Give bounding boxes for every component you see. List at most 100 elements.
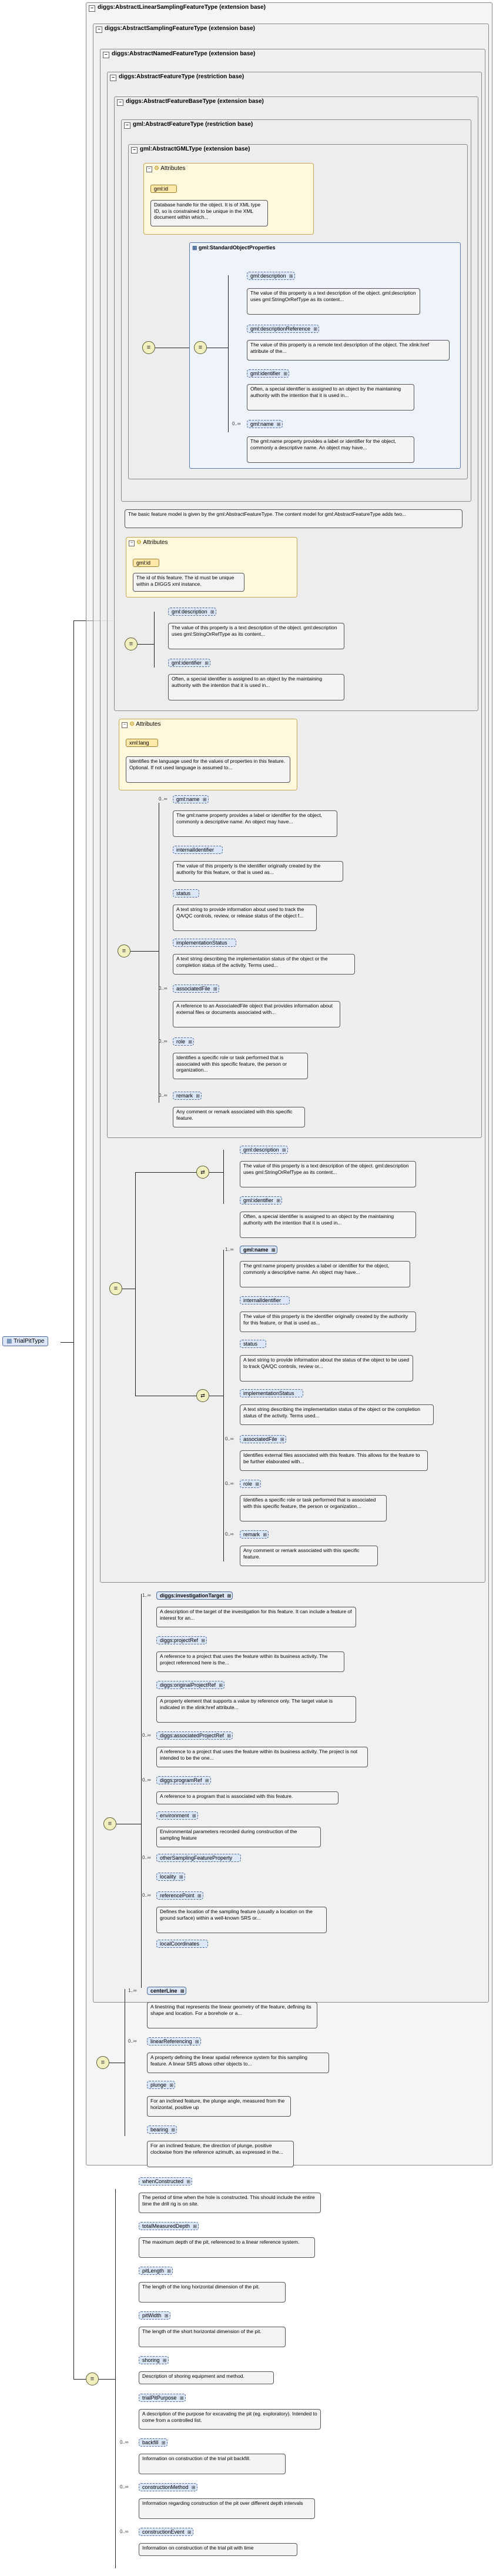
- expand-icon[interactable]: ⊞: [193, 2224, 197, 2229]
- sequence-compositor-icon[interactable]: ≡: [194, 341, 207, 354]
- element-pit-length[interactable]: pitLength⊞: [139, 2267, 173, 2275]
- element-gml-name-3[interactable]: gml:name⊞: [240, 1246, 277, 1254]
- sequence-compositor-icon[interactable]: ≡: [142, 341, 155, 354]
- element-construction-method[interactable]: constructionMethod⊞: [139, 2483, 197, 2491]
- element-diggs-program-ref[interactable]: diggs:programRef⊞: [156, 1776, 211, 1784]
- expand-icon[interactable]: ⊞: [188, 1039, 193, 1045]
- collapse-icon[interactable]: −: [129, 540, 135, 546]
- element-gml-name-2[interactable]: gml:name⊞: [173, 795, 209, 803]
- attribute-gml-id-2[interactable]: gml:id: [133, 559, 160, 567]
- element-implementation-status-2[interactable]: implementationStatus: [240, 1389, 303, 1397]
- element-diggs-original-project-ref[interactable]: diggs:originalProjectRef⊞: [156, 1681, 225, 1689]
- element-gml-description-2[interactable]: gml:description⊞: [168, 608, 216, 616]
- collapse-icon[interactable]: −: [122, 722, 128, 728]
- collapse-icon[interactable]: −: [110, 75, 116, 81]
- root-type-trialpittype[interactable]: ▩ TrialPitType: [2, 1336, 49, 1346]
- element-gml-description-3[interactable]: gml:description⊞: [240, 1146, 288, 1154]
- expand-icon[interactable]: ⊞: [280, 1437, 284, 1442]
- expand-icon[interactable]: ⊞: [255, 1481, 260, 1487]
- element-reference-point[interactable]: referencePoint⊞: [156, 1891, 203, 1900]
- expand-icon[interactable]: ⊞: [205, 1778, 209, 1783]
- element-associated-file-2[interactable]: associatedFile⊞: [240, 1435, 286, 1443]
- expand-icon[interactable]: ⊞: [187, 2530, 192, 2535]
- sequence-compositor-icon[interactable]: ≡: [86, 2373, 99, 2385]
- element-bearing[interactable]: bearing⊞: [147, 2125, 177, 2134]
- element-gml-description[interactable]: gml:description⊞: [247, 272, 295, 280]
- element-associated-file[interactable]: associatedFile⊞: [173, 985, 219, 993]
- element-environment[interactable]: environment⊞: [156, 1811, 198, 1820]
- element-gml-description-reference[interactable]: gml:descriptionReference⊞: [247, 325, 320, 333]
- collapse-icon[interactable]: −: [117, 99, 123, 106]
- expand-icon[interactable]: ⊞: [171, 2127, 176, 2133]
- element-gml-identifier[interactable]: gml:identifier⊞: [247, 369, 290, 378]
- expand-icon[interactable]: ⊞: [219, 1683, 223, 1688]
- expand-icon[interactable]: ⊞: [162, 2358, 167, 2363]
- choice-compositor-icon[interactable]: ⇄: [196, 1166, 209, 1179]
- expand-icon[interactable]: ⊞: [210, 609, 215, 615]
- expand-icon[interactable]: ⊞: [281, 1147, 286, 1153]
- expand-icon[interactable]: ⊞: [202, 797, 207, 802]
- element-gml-identifier-2[interactable]: gml:identifier⊞: [168, 659, 211, 667]
- expand-icon[interactable]: ⊞: [263, 1532, 267, 1537]
- element-shoring[interactable]: shoring⊞: [139, 2356, 169, 2364]
- expand-icon[interactable]: ⊞: [227, 1593, 232, 1599]
- attribute-xml-lang[interactable]: xml:lang: [126, 739, 158, 747]
- expand-icon[interactable]: ⊞: [164, 2313, 169, 2318]
- sequence-compositor-icon[interactable]: ≡: [109, 1282, 122, 1295]
- element-backfill[interactable]: backfill⊞: [139, 2438, 167, 2447]
- element-status-2[interactable]: status: [240, 1340, 267, 1348]
- element-center-line[interactable]: centerLine⊞: [147, 1987, 186, 1995]
- expand-icon[interactable]: ⊞: [289, 273, 293, 279]
- expand-icon[interactable]: ⊞: [313, 326, 318, 332]
- sequence-compositor-icon[interactable]: ≡: [96, 2056, 109, 2069]
- expand-icon[interactable]: ⊞: [196, 1093, 200, 1099]
- element-construction-event[interactable]: constructionEvent⊞: [139, 2528, 193, 2536]
- element-role-2[interactable]: role⊞: [240, 1480, 262, 1488]
- element-when-constructed[interactable]: whenConstructed⊞: [139, 2177, 193, 2185]
- choice-compositor-icon[interactable]: ⇄: [196, 1389, 209, 1402]
- expand-icon[interactable]: ⊞: [201, 1638, 206, 1643]
- element-remark-2[interactable]: remark⊞: [240, 1530, 269, 1539]
- element-internal-identifier-2[interactable]: internalIdentifier: [240, 1296, 290, 1304]
- expand-icon[interactable]: ⊞: [276, 422, 281, 427]
- expand-icon[interactable]: ⊞: [192, 1813, 196, 1818]
- element-status[interactable]: status: [173, 889, 200, 897]
- expand-icon[interactable]: ⊞: [179, 2395, 184, 2401]
- collapse-icon[interactable]: −: [146, 166, 152, 172]
- collapse-icon[interactable]: −: [124, 122, 130, 129]
- sequence-compositor-icon[interactable]: ≡: [103, 1817, 116, 1830]
- element-locality[interactable]: locality⊞: [156, 1873, 185, 1881]
- element-local-coordinates[interactable]: localCoordinates: [156, 1940, 209, 1948]
- expand-icon[interactable]: ⊞: [169, 2083, 174, 2088]
- element-gml-identifier-3[interactable]: gml:identifier⊞: [240, 1196, 283, 1204]
- collapse-icon[interactable]: −: [131, 147, 138, 154]
- expand-icon[interactable]: ⊞: [195, 2039, 199, 2044]
- element-gml-name[interactable]: gml:name⊞: [247, 420, 283, 428]
- attribute-gml-id[interactable]: gml:id: [150, 185, 177, 193]
- element-implementation-status[interactable]: implementationStatus: [173, 939, 236, 947]
- expand-icon[interactable]: ⊞: [179, 1874, 183, 1880]
- expand-icon[interactable]: ⊞: [213, 986, 217, 992]
- expand-icon[interactable]: ⊞: [271, 1247, 276, 1253]
- element-linear-referencing[interactable]: linearReferencing⊞: [147, 2037, 201, 2046]
- expand-icon[interactable]: ⊞: [205, 660, 209, 666]
- element-total-measured-depth[interactable]: totalMeasuredDepth⊞: [139, 2222, 199, 2230]
- collapse-icon[interactable]: −: [103, 52, 109, 58]
- expand-icon[interactable]: ⊞: [180, 1988, 185, 1994]
- element-diggs-project-ref[interactable]: diggs:projectRef⊞: [156, 1636, 207, 1644]
- element-internal-identifier[interactable]: internalIdentifier: [173, 846, 223, 854]
- expand-icon[interactable]: ⊞: [227, 1733, 232, 1739]
- sequence-compositor-icon[interactable]: ≡: [118, 945, 130, 957]
- element-pit-width[interactable]: pitWidth⊞: [139, 2311, 170, 2320]
- element-trial-pit-purpose[interactable]: trialPitPurpose⊞: [139, 2394, 186, 2402]
- element-diggs-associated-project-ref[interactable]: diggs:associatedProjectRef⊞: [156, 1731, 233, 1740]
- expand-icon[interactable]: ⊞: [167, 2268, 172, 2274]
- expand-icon[interactable]: ⊞: [186, 2179, 191, 2184]
- collapse-icon[interactable]: −: [96, 26, 102, 33]
- element-plunge[interactable]: plunge⊞: [147, 2081, 176, 2089]
- expand-icon[interactable]: ⊞: [197, 1893, 202, 1898]
- element-diggs-investigation-target[interactable]: diggs:investigationTarget⊞: [156, 1591, 233, 1600]
- element-remark[interactable]: remark⊞: [173, 1092, 202, 1100]
- expand-icon[interactable]: ⊞: [283, 371, 288, 376]
- expand-icon[interactable]: ⊞: [276, 1198, 281, 1203]
